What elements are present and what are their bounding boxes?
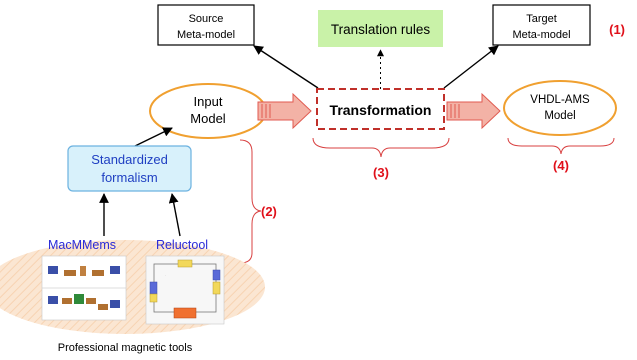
arrow-formalism-to-input	[134, 127, 173, 147]
input-model-line2: Model	[190, 111, 226, 126]
tools-ellipse	[0, 240, 265, 334]
block-arrow-input	[257, 92, 312, 130]
formalism-box: Standardized formalism	[67, 145, 192, 192]
arrow-to-source-metamodel	[253, 45, 319, 89]
input-model-line1: Input	[194, 94, 223, 109]
translation-rules-label: Translation rules	[331, 22, 431, 37]
transformation-box: Transformation	[316, 88, 445, 130]
formalism-line2: formalism	[101, 170, 157, 185]
arrow-to-target-metamodel	[443, 45, 499, 89]
block-arrow-output	[446, 92, 501, 130]
output-model-line1: VHDL-AMS	[530, 94, 590, 106]
macmmems-screenshot	[41, 255, 127, 321]
transformation-label: Transformation	[330, 102, 432, 118]
reluctool-screenshot: ·	[145, 255, 225, 325]
translation-rules-box: Translation rules	[318, 10, 443, 47]
source-metamodel-box: Source Meta-model	[157, 4, 255, 46]
arrow-reluctool-to-formalism	[168, 193, 181, 237]
formalism-line1: Standardized	[91, 152, 168, 167]
brace-4	[507, 137, 615, 155]
target-line1: Target	[526, 13, 557, 25]
tools-caption: Professional magnetic tools	[58, 342, 193, 354]
step-label-4: (4)	[553, 158, 569, 173]
step-label-3: (3)	[373, 165, 389, 180]
brace-3	[312, 137, 450, 158]
step-label-1: (1)	[609, 22, 625, 37]
target-metamodel-box: Target Meta-model	[492, 4, 591, 46]
output-model-line2: Model	[544, 110, 575, 122]
step-label-2: (2)	[261, 204, 277, 219]
source-line2: Meta-model	[177, 29, 235, 41]
target-line2: Meta-model	[512, 29, 570, 41]
input-model-ellipse: Input Model	[149, 83, 267, 139]
brace-2	[239, 139, 262, 264]
macmmems-label: MacMMems	[48, 238, 116, 252]
source-line1: Source	[189, 13, 224, 25]
reluctool-label: Reluctool	[156, 238, 208, 252]
svg-text:·: ·	[165, 273, 166, 277]
output-model-ellipse: VHDL-AMS Model	[503, 80, 617, 136]
